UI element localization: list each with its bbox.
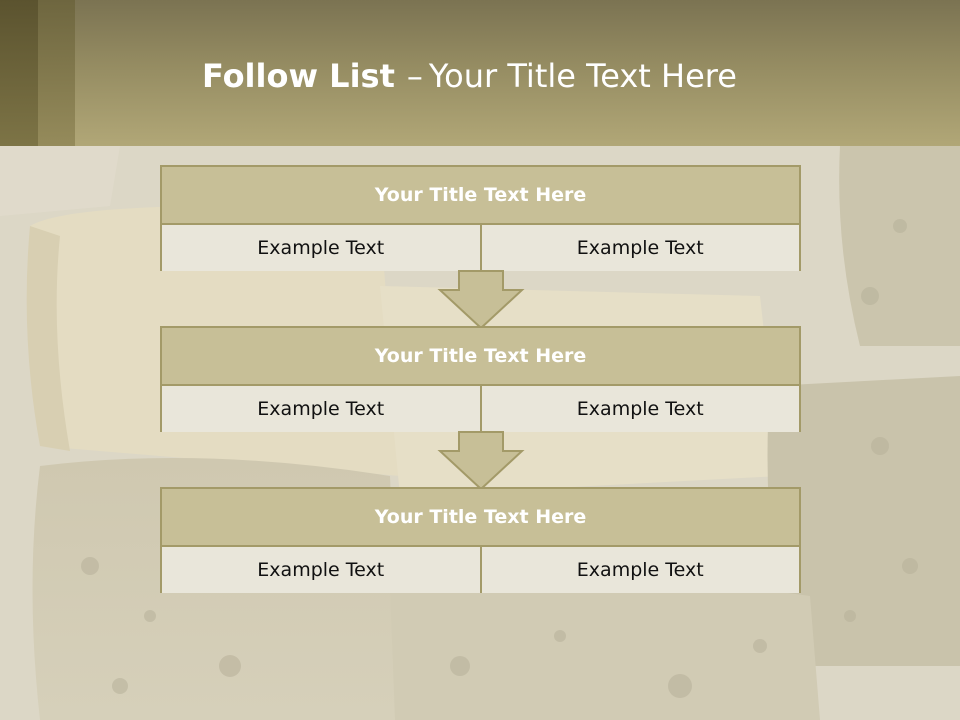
step-cell-left: Example Text (162, 225, 480, 271)
step-cell-right: Example Text (479, 386, 799, 432)
step-cell-left: Example Text (162, 547, 480, 593)
slide-title-rest: Your Title Text Here (428, 57, 737, 95)
header-band: Follow List–Your Title Text Here (0, 0, 960, 146)
step-row: Example Text Example Text (162, 386, 799, 432)
step-cell-right: Example Text (479, 225, 799, 271)
slide-title: Follow List–Your Title Text Here (202, 54, 737, 98)
step-title: Your Title Text Here (162, 328, 799, 386)
header-accent-mid (38, 0, 75, 146)
step-box-2: Your Title Text Here Example Text Exampl… (160, 326, 801, 432)
header-accent-dark (0, 0, 38, 146)
slide-title-separator: – (406, 57, 423, 95)
step-cell-right: Example Text (479, 547, 799, 593)
step-cell-left: Example Text (162, 386, 480, 432)
step-title: Your Title Text Here (162, 489, 799, 547)
step-box-3: Your Title Text Here Example Text Exampl… (160, 487, 801, 593)
slide-title-bold: Follow List (202, 57, 395, 95)
step-row: Example Text Example Text (162, 225, 799, 271)
step-box-1: Your Title Text Here Example Text Exampl… (160, 165, 801, 271)
down-arrow-icon (437, 270, 525, 330)
down-arrow-icon (437, 431, 525, 491)
step-title: Your Title Text Here (162, 167, 799, 225)
step-row: Example Text Example Text (162, 547, 799, 593)
